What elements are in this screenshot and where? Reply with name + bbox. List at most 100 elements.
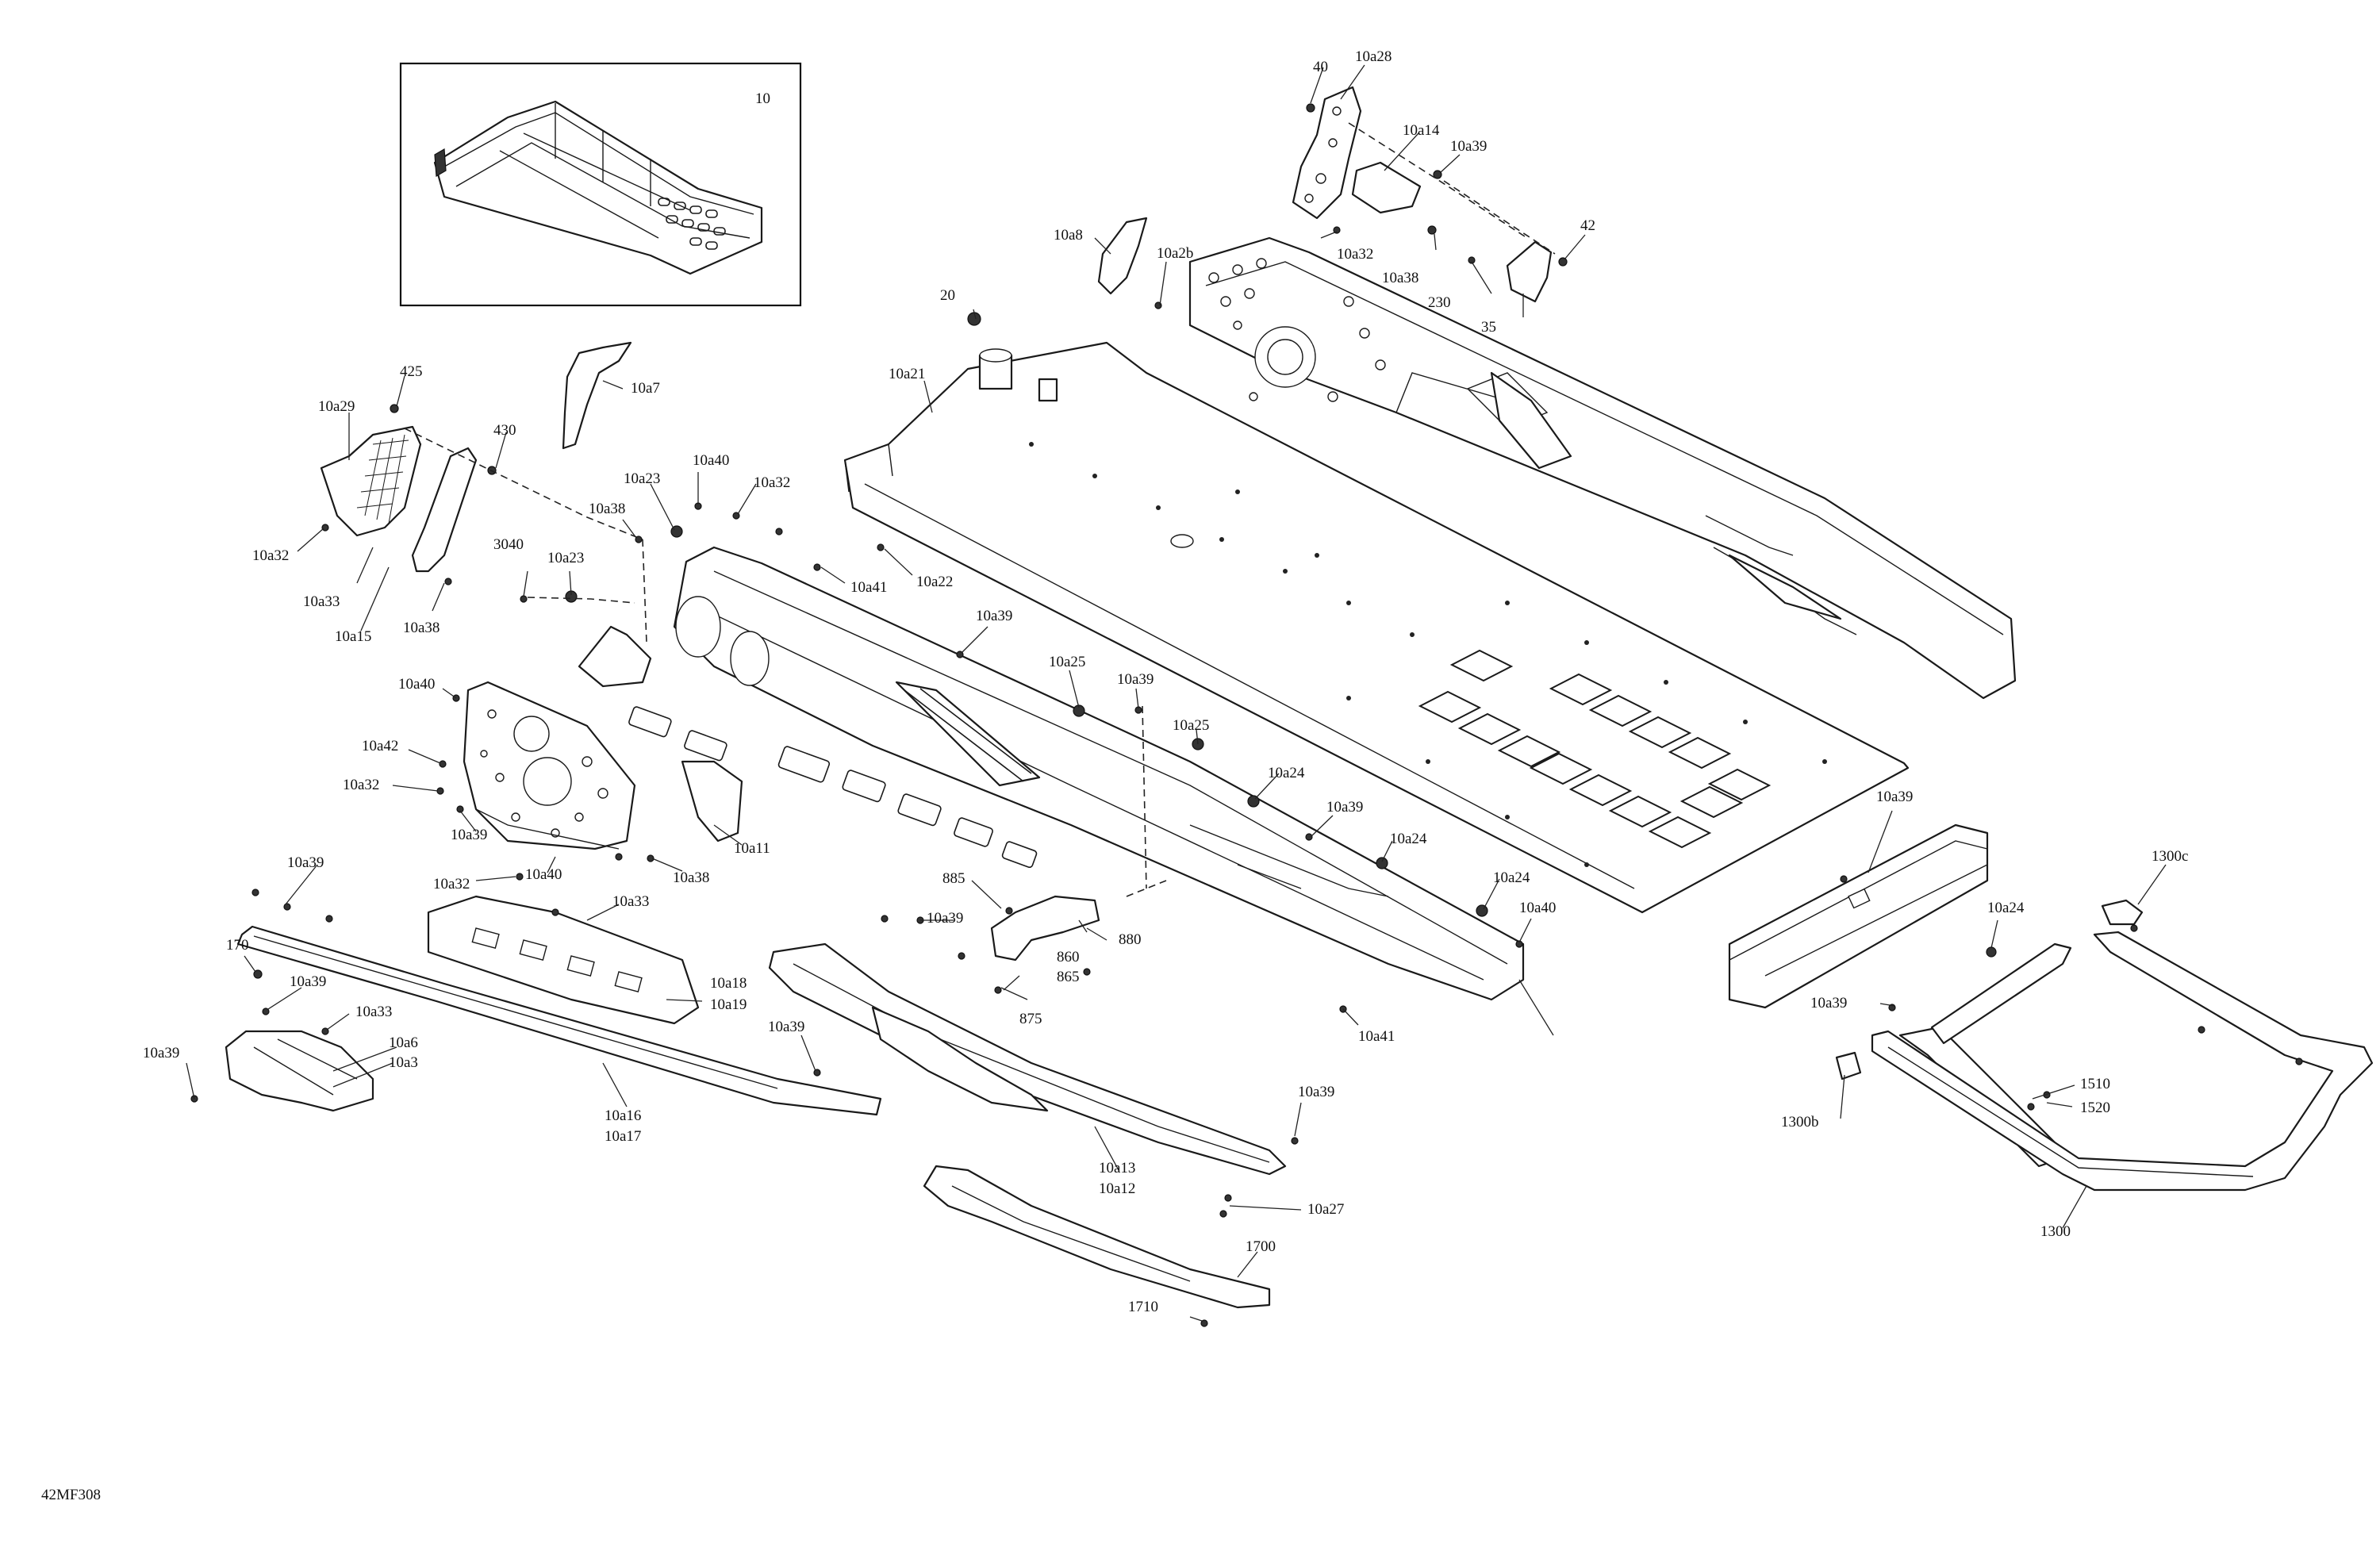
- callout-10a13: 10a13: [1099, 1160, 1135, 1176]
- callout-10a6: 10a6: [389, 1034, 418, 1051]
- main-tunnel-plate: [843, 341, 1910, 914]
- callout-10a40: 10a40: [1519, 900, 1556, 916]
- leader-lines: [186, 64, 2167, 1322]
- rail-holes: [1208, 258, 1386, 402]
- callout-10a38: 10a38: [403, 620, 440, 636]
- callout-10a39: 10a39: [1326, 799, 1363, 816]
- callout-10a21: 10a21: [889, 366, 925, 382]
- bracket-860: [990, 895, 1100, 961]
- callout-10a7: 10a7: [631, 380, 660, 397]
- bracket-10a28: [1292, 86, 1362, 220]
- callout-10a16: 10a16: [605, 1107, 641, 1124]
- inset-label: 10: [755, 90, 770, 107]
- callout-10a24: 10a24: [1987, 900, 2025, 916]
- rear-bumper-1300: [1835, 899, 2374, 1192]
- callout-3040: 3040: [493, 536, 524, 553]
- callout-10a39: 10a39: [1450, 138, 1487, 155]
- callout-1300b: 1300b: [1781, 1114, 1819, 1130]
- bracket-10a7: [562, 341, 632, 450]
- slide-rail-1700: [923, 1165, 1271, 1309]
- callout-10a32: 10a32: [252, 547, 289, 564]
- callout-10a39: 10a39: [1298, 1084, 1334, 1100]
- callout-860: 860: [1057, 949, 1080, 965]
- callout-10a32: 10a32: [754, 474, 790, 491]
- rail-10a13: [768, 942, 1287, 1176]
- bracket-10a14: [1351, 161, 1422, 214]
- callout-labels: 40 10a28 10a14 10a39 10a32 10a38 42 230 …: [143, 48, 2188, 1315]
- bracket-10a15: [411, 447, 478, 573]
- callout-10a41: 10a41: [850, 579, 887, 596]
- tunnel-fastener-dots: [1029, 442, 1827, 867]
- callout-10a32: 10a32: [433, 876, 470, 892]
- callout-40: 40: [1313, 59, 1328, 75]
- callout-10a33: 10a33: [303, 593, 340, 610]
- callout-10a2b: 10a2b: [1157, 245, 1193, 262]
- callout-10a18: 10a18: [710, 975, 747, 992]
- callout-1300: 1300: [2040, 1223, 2071, 1240]
- callout-10a39: 10a39: [1876, 789, 1913, 805]
- assembly-lines: [404, 122, 1556, 897]
- callout-10a19: 10a19: [710, 996, 747, 1013]
- callout-10a38: 10a38: [589, 501, 625, 517]
- footrest-10a6: [225, 1030, 374, 1112]
- callout-10a40: 10a40: [525, 866, 562, 883]
- bracket-10a11: [681, 760, 743, 843]
- callout-35: 35: [1481, 319, 1496, 336]
- bracket-near-10a23: [578, 625, 652, 688]
- left-gearbox-plate: [463, 681, 636, 850]
- callout-10a32: 10a32: [343, 777, 379, 793]
- callout-865: 865: [1057, 969, 1080, 985]
- callout-10a40: 10a40: [398, 676, 435, 693]
- callout-10a3: 10a3: [389, 1054, 418, 1071]
- callout-10a39: 10a39: [143, 1045, 179, 1061]
- callout-10a38: 10a38: [673, 869, 709, 886]
- callout-10a28: 10a28: [1355, 48, 1392, 65]
- callout-425: 425: [400, 363, 423, 380]
- callout-10a17: 10a17: [605, 1128, 641, 1145]
- callout-10a22: 10a22: [916, 574, 953, 590]
- callout-10a25: 10a25: [1173, 717, 1209, 734]
- callout-10a29: 10a29: [318, 398, 355, 415]
- callout-1520: 1520: [2080, 1100, 2110, 1116]
- callout-875: 875: [1019, 1011, 1042, 1027]
- callout-10a40: 10a40: [693, 452, 729, 469]
- bracket-10a8: [1097, 217, 1148, 295]
- bracket-35: [1506, 240, 1553, 303]
- callout-885: 885: [942, 870, 965, 887]
- callout-10a24: 10a24: [1268, 765, 1305, 781]
- figure-code: 42MF308: [41, 1487, 101, 1503]
- callout-880: 880: [1119, 931, 1142, 948]
- callout-20: 20: [940, 287, 955, 304]
- callout-42: 42: [1580, 217, 1595, 234]
- callout-10a24: 10a24: [1390, 831, 1427, 847]
- callout-10a38: 10a38: [1382, 270, 1418, 286]
- callout-1700: 1700: [1246, 1238, 1276, 1255]
- inset-box: 10: [399, 62, 802, 307]
- callout-10a39: 10a39: [290, 973, 326, 990]
- callout-10a33: 10a33: [612, 893, 649, 910]
- inset-assembly-drawing: [433, 100, 763, 275]
- callout-1710: 1710: [1128, 1299, 1158, 1315]
- left-side-rail: [628, 546, 1525, 1001]
- callout-10a23: 10a23: [547, 550, 584, 566]
- rear-crossmember: [1728, 823, 1989, 1009]
- callout-10a24: 10a24: [1493, 869, 1530, 886]
- callout-10a39: 10a39: [287, 854, 324, 871]
- callout-10a25: 10a25: [1049, 654, 1085, 670]
- rail-bracket-10a33: [427, 895, 700, 1025]
- callout-10a32: 10a32: [1337, 246, 1373, 263]
- callout-10a42: 10a42: [362, 738, 398, 754]
- callout-10a39: 10a39: [927, 910, 963, 927]
- right-side-rail: [1188, 236, 2017, 700]
- callout-10a27: 10a27: [1307, 1201, 1344, 1218]
- callout-10a23: 10a23: [624, 470, 660, 487]
- callout-430: 430: [493, 422, 516, 439]
- callout-10a39: 10a39: [1810, 995, 1847, 1011]
- callout-10a14: 10a14: [1403, 122, 1440, 139]
- callout-1510: 1510: [2080, 1076, 2110, 1092]
- callout-10a39: 10a39: [976, 608, 1012, 624]
- callout-10a33: 10a33: [355, 1004, 392, 1020]
- callout-10a39: 10a39: [451, 827, 487, 843]
- tunnel-vent-slots: [1418, 649, 1772, 849]
